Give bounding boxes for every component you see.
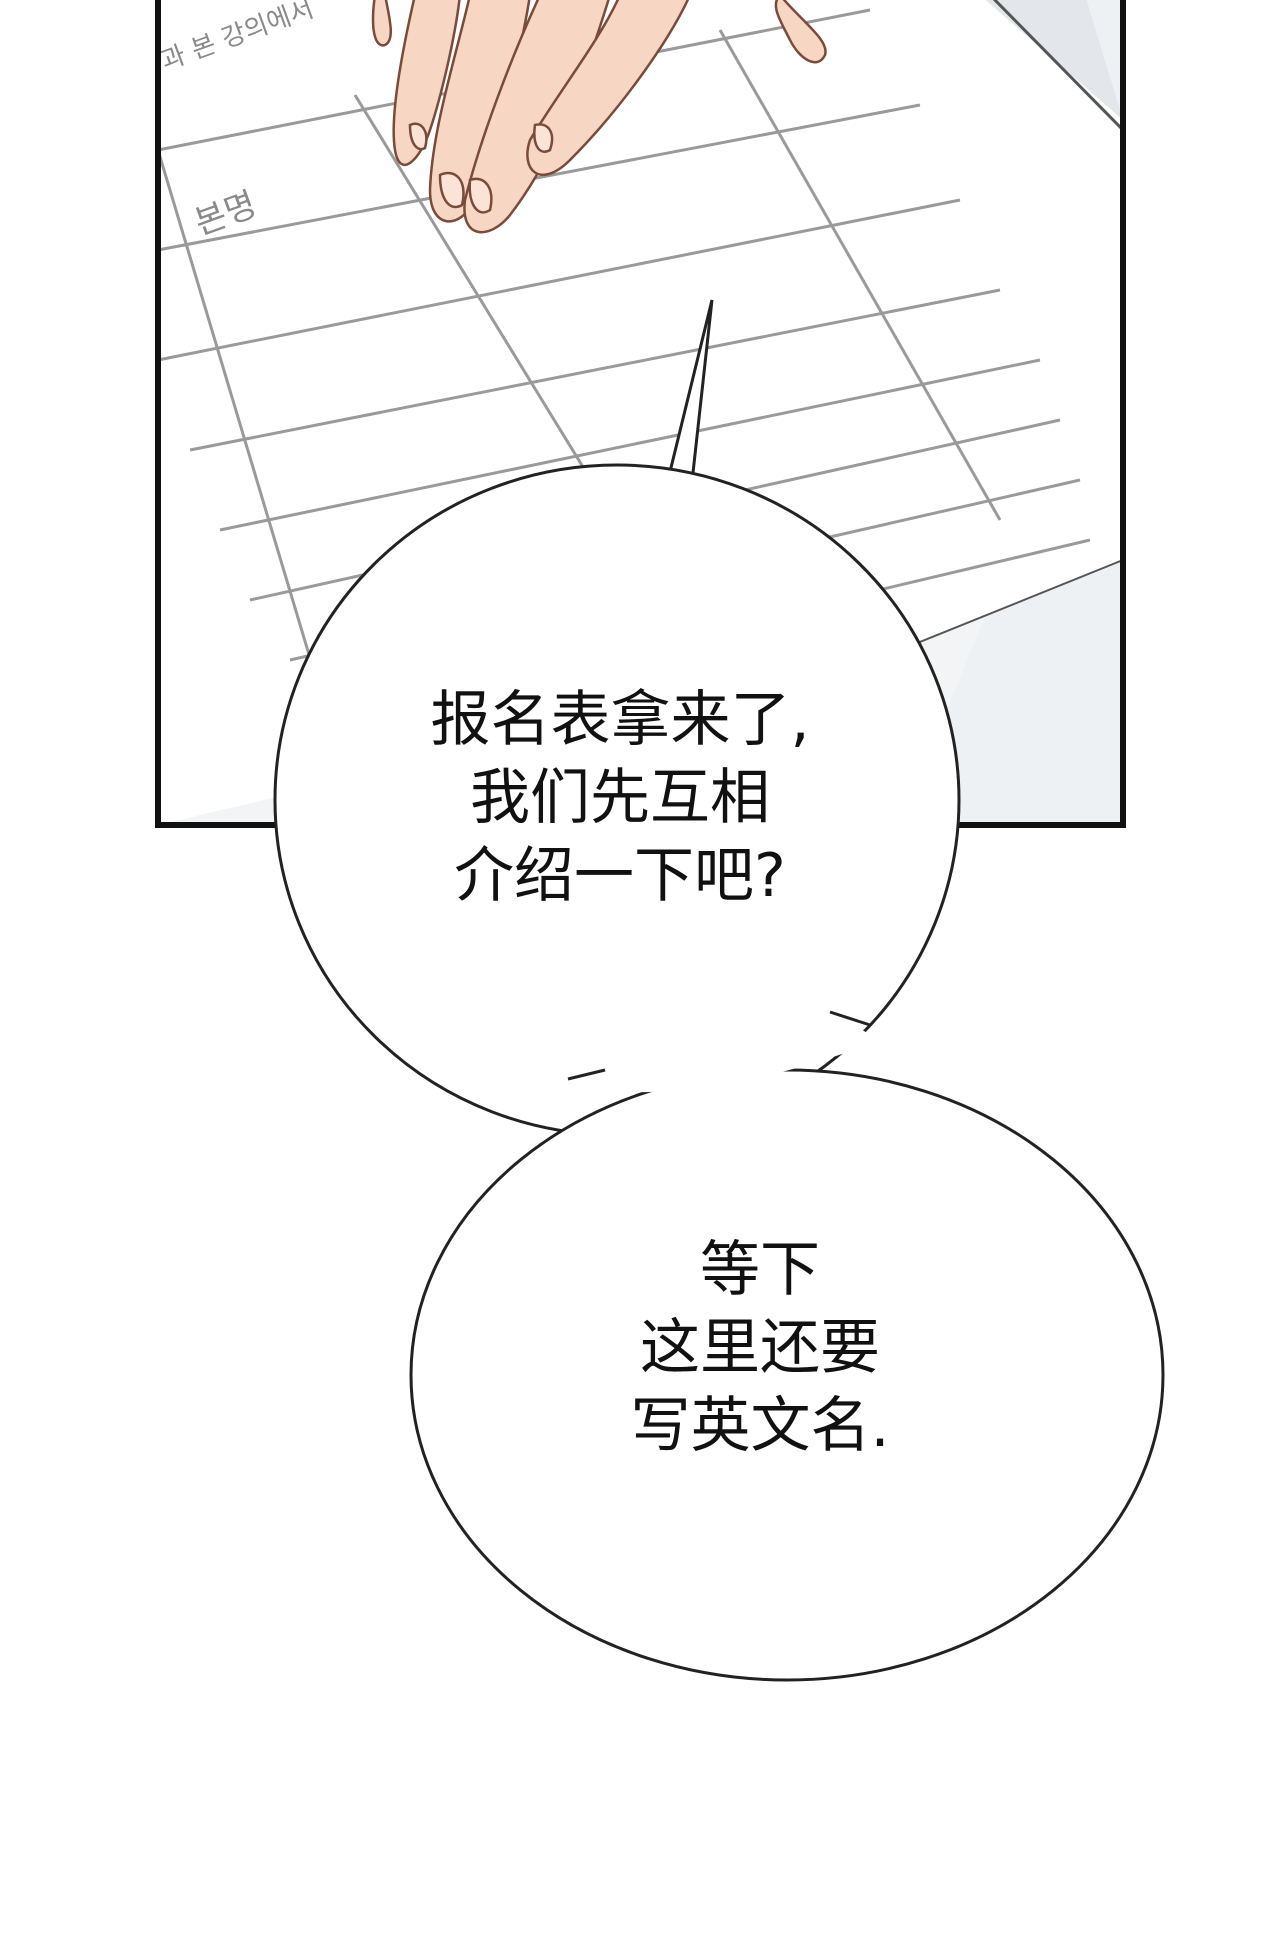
bubble-join-notch-right [829,1010,871,1027]
bubble-1-line-2: 我们先互相 [470,763,770,833]
bubble-2-line-3: 写英文名. [630,1391,890,1461]
bubble-1-line-1: 报名表拿来了, [430,685,810,755]
speech-bubble-1-text: 报名表拿来了, 我们先互相 介绍一下吧? [380,690,860,930]
speech-bubbles [273,299,1165,1682]
bubble-2-line-1: 等下 [700,1235,820,1305]
bubble-2-line-2: 这里还要 [640,1313,880,1383]
speech-bubble-2-text: 等下 这里还要 写英文名. [570,1240,950,1480]
hand-illustration [371,0,827,234]
bubble-join [555,1012,880,1093]
bubble-1-line-3: 介绍一下吧? [454,841,786,911]
bubble-join-notch-left [567,1068,606,1081]
paper-edge [992,0,1125,132]
